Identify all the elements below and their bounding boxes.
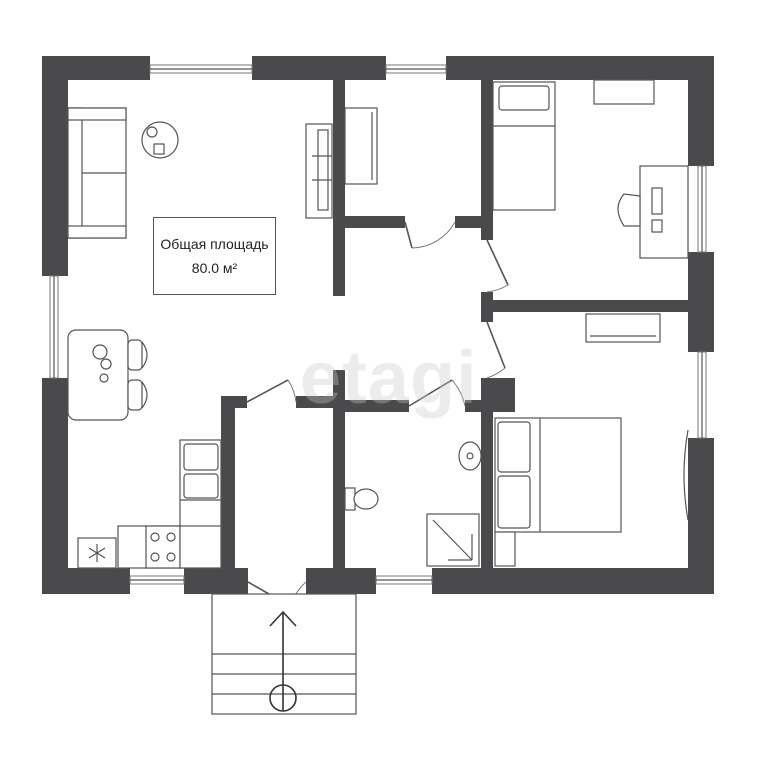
total-area-label: Общая площадь 80.0 м²: [153, 217, 276, 295]
toilet: [344, 487, 379, 511]
desk: [617, 165, 689, 259]
total-area-value: 80.0 м²: [191, 260, 238, 276]
sofa: [67, 107, 127, 239]
kitchen-counter: [77, 439, 222, 569]
snowflake-icon: [88, 544, 106, 562]
single-bed: [492, 81, 556, 211]
wardrobe: [585, 313, 661, 343]
wall-mirror: [683, 429, 689, 521]
side-table-plant: [141, 121, 179, 159]
storage-shelf: [344, 107, 378, 185]
entry-arrow-icon: [269, 610, 297, 712]
total-area-title: Общая площадь: [160, 236, 269, 252]
tv-stand: [305, 123, 333, 219]
shower-tray: [426, 513, 480, 567]
doors: [246, 221, 509, 607]
windows: [49, 64, 707, 585]
dresser: [593, 79, 655, 105]
exterior-walls: [42, 56, 714, 594]
sink: [458, 441, 482, 471]
interior-walls: [221, 80, 688, 568]
dining-table: [67, 329, 148, 421]
double-bed: [494, 417, 622, 567]
